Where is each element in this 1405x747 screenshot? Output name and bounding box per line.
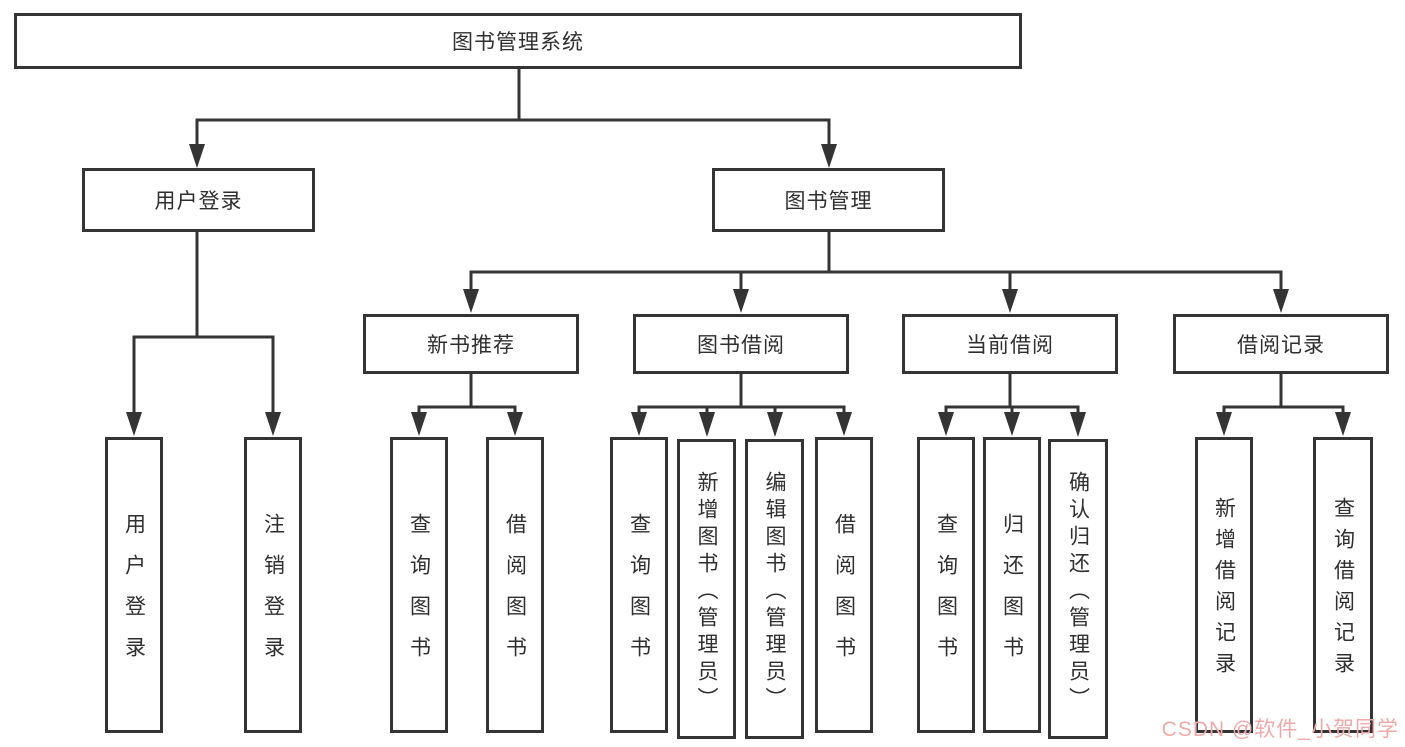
node-label: 图书管理系统: [452, 31, 584, 54]
node-label: 图书管理: [784, 190, 873, 213]
node-leaf-confirm-return-admin: 确认归还（管理员）: [1048, 439, 1108, 739]
node-label: 注销登录: [261, 513, 285, 677]
node-leaf-query-books-bb: 查询图书: [610, 437, 668, 733]
node-label: 新增借阅记录: [1212, 497, 1236, 683]
node-label: 图书借阅: [697, 334, 785, 357]
node-borrowing-records: 借阅记录: [1173, 314, 1389, 374]
node-label: 查询图书: [934, 513, 958, 677]
node-leaf-borrow-books-nb: 借阅图书: [486, 437, 544, 733]
node-leaf-query-borrow-record: 查询借阅记录: [1313, 437, 1373, 733]
node-new-book-recommendation: 新书推荐: [363, 314, 579, 374]
node-label: 借阅记录: [1237, 334, 1325, 357]
node-book-management: 图书管理: [712, 168, 945, 232]
node-label: 编辑图书（管理员）: [763, 470, 786, 714]
connector-book-management-to-level3: [463, 232, 1289, 313]
node-user-login: 用户登录: [82, 168, 315, 232]
node-label: 查询借阅记录: [1331, 497, 1355, 683]
node-leaf-add-borrow-record: 新增借阅记录: [1195, 437, 1253, 733]
node-leaf-logout: 注销登录: [244, 437, 302, 733]
node-leaf-return-books: 归还图书: [983, 437, 1041, 733]
node-library-management-system: 图书管理系统: [14, 13, 1022, 69]
node-label: 当前借阅: [966, 334, 1054, 357]
node-current-borrowing: 当前借阅: [902, 314, 1118, 374]
node-leaf-edit-book-admin: 编辑图书（管理员）: [745, 439, 804, 739]
node-label: 查询图书: [407, 513, 431, 677]
connector-borrowing-records-to-leaves: [1216, 373, 1351, 436]
node-label: 新增图书（管理员）: [695, 470, 718, 714]
connector-new-book-recommendation-to-leaves: [411, 373, 523, 436]
connector-current-borrowing-to-leaves: [938, 373, 1086, 437]
node-label: 借阅图书: [832, 513, 856, 677]
node-leaf-query-books-cb: 查询图书: [917, 437, 975, 733]
node-leaf-add-book-admin: 新增图书（管理员）: [677, 439, 736, 739]
node-leaf-user-login: 用户登录: [105, 437, 163, 733]
node-book-borrowing: 图书借阅: [633, 314, 849, 374]
connector-root-to-level2: [189, 68, 837, 168]
node-leaf-query-books-nb: 查询图书: [390, 437, 448, 733]
csdn-watermark: CSDN @软件_小贺同学: [1161, 718, 1399, 741]
node-label: 归还图书: [1000, 513, 1024, 677]
node-leaf-borrow-books-bb: 借阅图书: [815, 437, 873, 733]
node-label: 借阅图书: [503, 513, 527, 677]
node-label: 新书推荐: [427, 334, 515, 357]
connector-book-borrowing-to-leaves: [631, 373, 852, 437]
node-label: 用户登录: [154, 190, 243, 213]
node-label: 查询图书: [627, 513, 651, 677]
node-label: 用户登录: [122, 513, 146, 677]
node-label: 确认归还（管理员）: [1066, 470, 1090, 714]
connector-user-login-to-leaves: [126, 232, 281, 436]
